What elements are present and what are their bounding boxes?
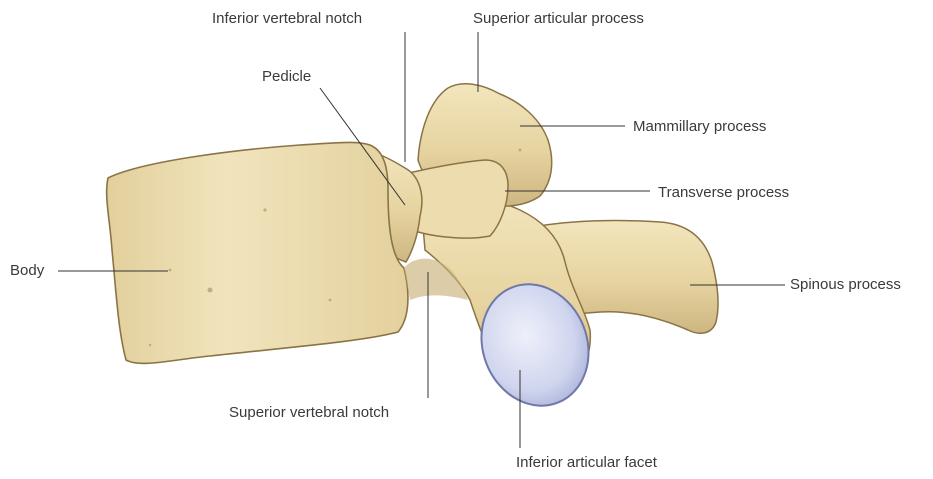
label-mammillary-process: Mammillary process	[633, 118, 766, 136]
label-inferior-articular-facet: Inferior articular facet	[516, 454, 657, 472]
vertebral-body-shape	[107, 142, 408, 363]
label-superior-vertebral-notch: Superior vertebral notch	[229, 404, 389, 422]
label-body: Body	[10, 262, 44, 280]
label-pedicle: Pedicle	[262, 68, 311, 86]
label-superior-articular-process: Superior articular process	[473, 10, 644, 28]
label-inferior-vertebral-notch: Inferior vertebral notch	[212, 10, 362, 28]
label-spinous-process: Spinous process	[790, 276, 901, 294]
label-transverse-process: Transverse process	[658, 184, 789, 202]
